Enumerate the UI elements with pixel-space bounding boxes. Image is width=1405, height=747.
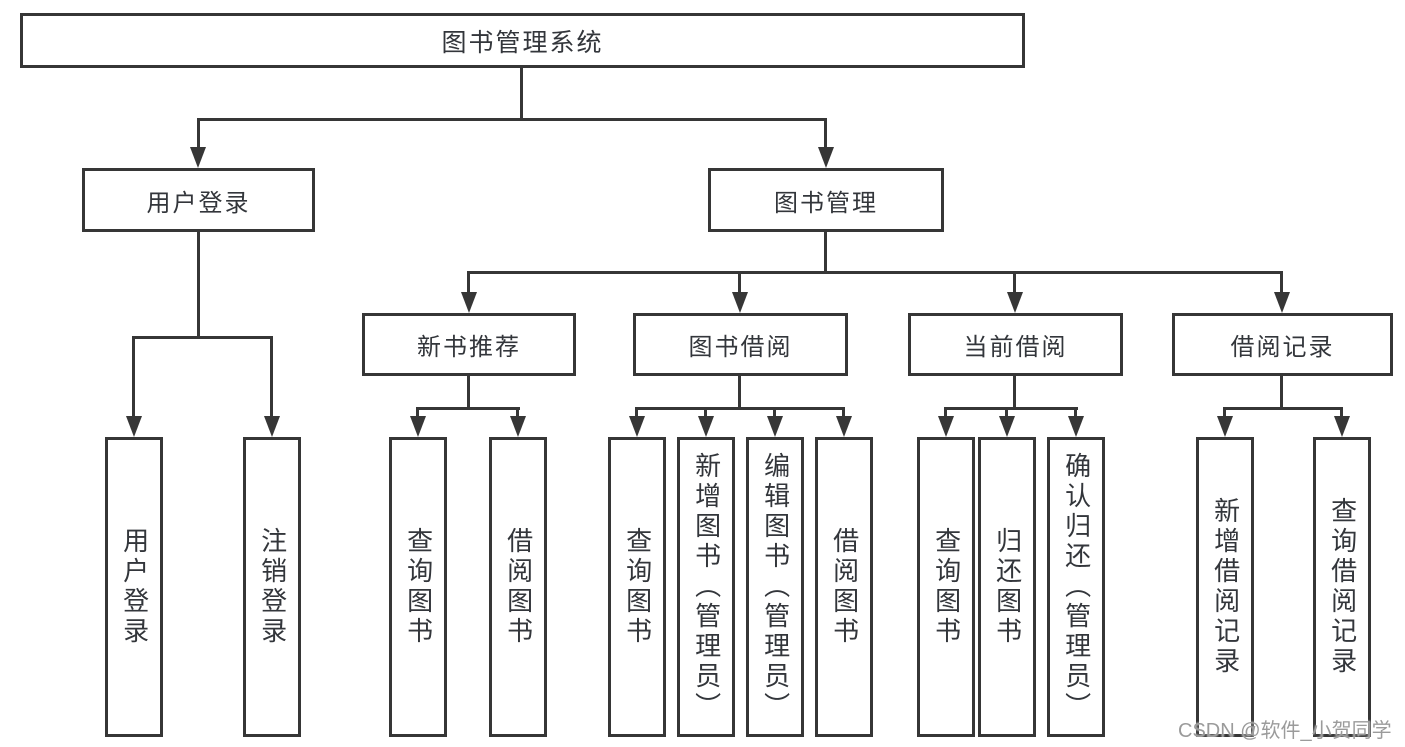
connector-line [1223,407,1343,410]
leaf-recommend-query-books: 查询图书 [389,437,447,737]
arrowhead-icon [1007,292,1023,313]
leaf-logout-label: 注销登录 [257,527,288,647]
node-book-borrow-label: 图书借阅 [688,334,793,361]
arrowhead-icon [410,416,426,437]
connector-line [824,232,827,274]
leaf-return-books-label: 归还图书 [992,527,1023,647]
leaf-recommend-borrow-books-label: 借阅图书 [503,527,534,647]
arrowhead-icon [461,292,477,313]
leaf-borrow-query-books-label: 查询图书 [622,527,653,647]
arrowhead-icon [818,147,834,168]
node-root-label: 图书管理系统 [441,28,604,57]
connector-line [1013,271,1016,293]
connector-line [1280,271,1283,293]
node-book-management: 图书管理 [708,168,944,232]
connector-line [635,407,638,417]
node-root: 图书管理系统 [20,13,1025,68]
arrowhead-icon [767,416,783,437]
connector-line [1280,375,1283,410]
node-book-borrow: 图书借阅 [633,313,848,376]
leaf-recommend-borrow-books: 借阅图书 [489,437,547,737]
connector-line [467,375,470,410]
connector-line [416,407,520,410]
connector-line [132,336,135,417]
node-user-login-label: 用户登录 [146,189,251,217]
connector-line [467,271,1283,274]
leaf-add-borrow-record: 新增借阅记录 [1196,437,1254,737]
arrowhead-icon [698,416,714,437]
connector-line [635,407,845,410]
arrowhead-icon [510,416,526,437]
leaf-current-query-books-label: 查询图书 [931,527,962,647]
connector-line [197,232,200,339]
connector-line [1013,375,1016,410]
leaf-add-books-admin: 新增图书（管理员） [677,437,735,737]
arrowhead-icon [732,292,748,313]
leaf-current-query-books: 查询图书 [917,437,975,737]
connector-line [197,118,827,121]
connector-line [132,336,273,339]
connector-line [738,271,741,293]
node-current-borrow: 当前借阅 [908,313,1123,376]
node-borrow-records-label: 借阅记录 [1230,334,1335,361]
connector-line [197,118,200,149]
arrowhead-icon [126,416,142,437]
leaf-add-books-admin-label: 新增图书（管理员） [691,452,722,722]
arrowhead-icon [1274,292,1290,313]
node-user-login: 用户登录 [82,168,315,232]
leaf-query-borrow-record-label: 查询借阅记录 [1327,497,1358,677]
leaf-edit-books-admin: 编辑图书（管理员） [746,437,804,737]
connector-line [704,407,707,417]
connector-line [516,407,519,417]
leaf-edit-books-admin-label: 编辑图书（管理员） [760,452,791,722]
connector-line [738,375,741,410]
leaf-confirm-return-admin: 确认归还（管理员） [1047,437,1105,737]
connector-line [270,336,273,417]
connector-line [944,407,947,417]
leaf-add-borrow-record-label: 新增借阅记录 [1210,497,1241,677]
connector-line [1223,407,1226,417]
leaf-borrow-books: 借阅图书 [815,437,873,737]
arrowhead-icon [1217,416,1233,437]
leaf-logout: 注销登录 [243,437,301,737]
arrowhead-icon [1068,416,1084,437]
connector-line [1005,407,1008,417]
arrowhead-icon [836,416,852,437]
arrowhead-icon [190,147,206,168]
connector-line [773,407,776,417]
leaf-confirm-return-admin-label: 确认归还（管理员） [1061,452,1092,722]
leaf-return-books: 归还图书 [978,437,1036,737]
csdn-watermark: CSDN @软件_小贺同学 [1178,720,1392,742]
leaf-query-borrow-record: 查询借阅记录 [1313,437,1371,737]
connector-line [1340,407,1343,417]
node-borrow-records: 借阅记录 [1172,313,1393,376]
node-new-book-recommend-label: 新书推荐 [417,334,521,361]
connector-line [842,407,845,417]
node-current-borrow-label: 当前借阅 [963,334,1068,361]
connector-line [824,118,827,149]
node-book-management-label: 图书管理 [774,189,878,217]
leaf-borrow-query-books: 查询图书 [608,437,666,737]
arrowhead-icon [999,416,1015,437]
arrowhead-icon [1334,416,1350,437]
connector-line [467,271,470,293]
connector-line [520,68,523,120]
arrowhead-icon [264,416,280,437]
arrowhead-icon [938,416,954,437]
arrowhead-icon [629,416,645,437]
connector-line [416,407,419,417]
leaf-user-login-label: 用户登录 [119,527,150,647]
node-new-book-recommend: 新书推荐 [362,313,576,376]
connector-line [1074,407,1077,417]
leaf-borrow-books-label: 借阅图书 [829,527,860,647]
leaf-user-login: 用户登录 [105,437,163,737]
connector-line [944,407,1078,410]
leaf-recommend-query-books-label: 查询图书 [403,527,434,647]
